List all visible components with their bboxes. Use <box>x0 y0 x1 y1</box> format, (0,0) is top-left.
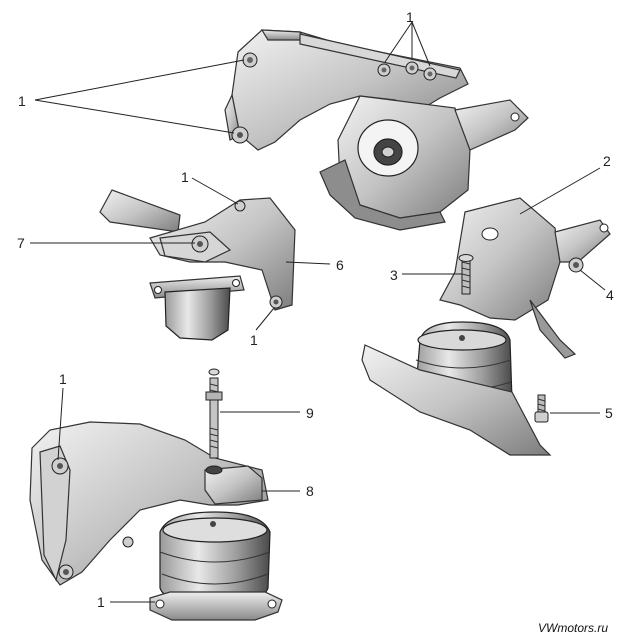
bolt-upper-left <box>242 52 258 68</box>
upper-mount-assembly <box>224 29 529 231</box>
leader-1-top-c <box>411 21 431 67</box>
stud-9 <box>205 368 223 459</box>
callout-8: 8 <box>306 483 314 499</box>
callout-1-top: 1 <box>406 9 414 25</box>
callout-1-lower-top: 1 <box>59 371 67 387</box>
leader-1-left-b <box>34 99 235 134</box>
callout-3: 3 <box>390 267 398 283</box>
bolt-5 <box>534 394 549 423</box>
callout-1-lower-bottom: 1 <box>97 594 105 610</box>
callout-6: 6 <box>336 257 344 273</box>
callout-7: 7 <box>17 235 25 251</box>
bolt-upper-right-b <box>405 61 419 75</box>
callout-2: 2 <box>603 153 611 169</box>
bolt-lower-top <box>51 457 69 475</box>
bolt-6-top <box>234 200 246 212</box>
leader-2 <box>519 167 601 215</box>
leader-1-left-a <box>34 59 245 101</box>
callout-9: 9 <box>306 405 314 421</box>
callout-1-left: 1 <box>18 93 26 109</box>
leader-6 <box>285 261 331 265</box>
bolt-lower-bottom <box>58 564 74 580</box>
callout-1-mid-top: 1 <box>181 169 189 185</box>
bolt-upper-right-a <box>377 63 391 77</box>
leader-lines <box>30 21 606 603</box>
bolt-upper-right-c <box>423 67 437 81</box>
callout-4: 4 <box>606 287 614 303</box>
bolt-lower-mid <box>122 536 134 548</box>
watermark: VWmotors.ru <box>538 621 608 635</box>
bolt-6-bottom <box>269 295 283 309</box>
bolt-lower-left <box>231 126 249 144</box>
callout-1-mid-bottom: 1 <box>250 332 258 348</box>
middle-left-mount-assembly <box>99 189 296 341</box>
callout-5: 5 <box>605 405 613 421</box>
leader-1-mid-bottom <box>255 307 275 331</box>
stud-3 <box>458 254 474 295</box>
nut-4 <box>568 257 584 273</box>
middle-right-mount-assembly <box>361 197 611 456</box>
leader-4 <box>579 269 606 291</box>
leader-1-top-a <box>384 21 413 63</box>
leader-1-lower-top <box>57 387 64 461</box>
callout-labels: 1 1 1 1 7 6 2 3 4 5 9 8 1 1 <box>17 9 614 610</box>
leader-1-mid-top <box>191 177 239 205</box>
lower-left-mount-assembly <box>29 368 283 621</box>
